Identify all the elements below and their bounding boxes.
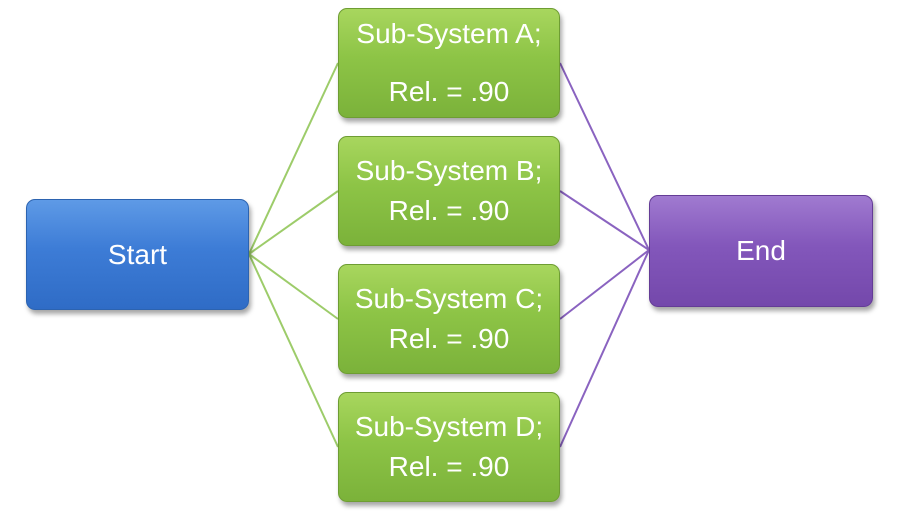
subsystem-a-name: Sub-System A; (356, 18, 542, 49)
connector-start-to-b (248, 190, 339, 255)
subsystem-d-reliability: Rel. = .90 (388, 451, 510, 482)
start-node: Start (26, 199, 249, 310)
end-node: End (649, 195, 873, 307)
subsystem-c-reliability: Rel. = .90 (388, 323, 510, 354)
end-node-label: End (736, 235, 786, 266)
subsystem-c-node: Sub-System C; Rel. = .90 (338, 264, 560, 374)
subsystem-b-node: Sub-System B; Rel. = .90 (338, 136, 560, 246)
subsystem-c-name: Sub-System C; (354, 283, 544, 314)
connector-b-to-end (559, 190, 650, 251)
subsystem-a-reliability: Rel. = .90 (388, 76, 510, 107)
subsystem-d-name: Sub-System D; (354, 411, 544, 442)
connector-c-to-end (559, 249, 650, 320)
subsystem-b-name: Sub-System B; (355, 155, 543, 186)
subsystem-d-node: Sub-System D; Rel. = .90 (338, 392, 560, 502)
subsystem-a-node: Sub-System A; Rel. = .90 (338, 8, 560, 118)
connector-start-to-d (248, 253, 339, 448)
start-node-label: Start (107, 238, 168, 270)
connector-a-to-end (559, 62, 650, 251)
connector-start-to-c (248, 253, 339, 320)
subsystem-b-reliability: Rel. = .90 (388, 195, 510, 226)
connector-d-to-end (559, 249, 650, 448)
connector-start-to-a (248, 62, 339, 255)
